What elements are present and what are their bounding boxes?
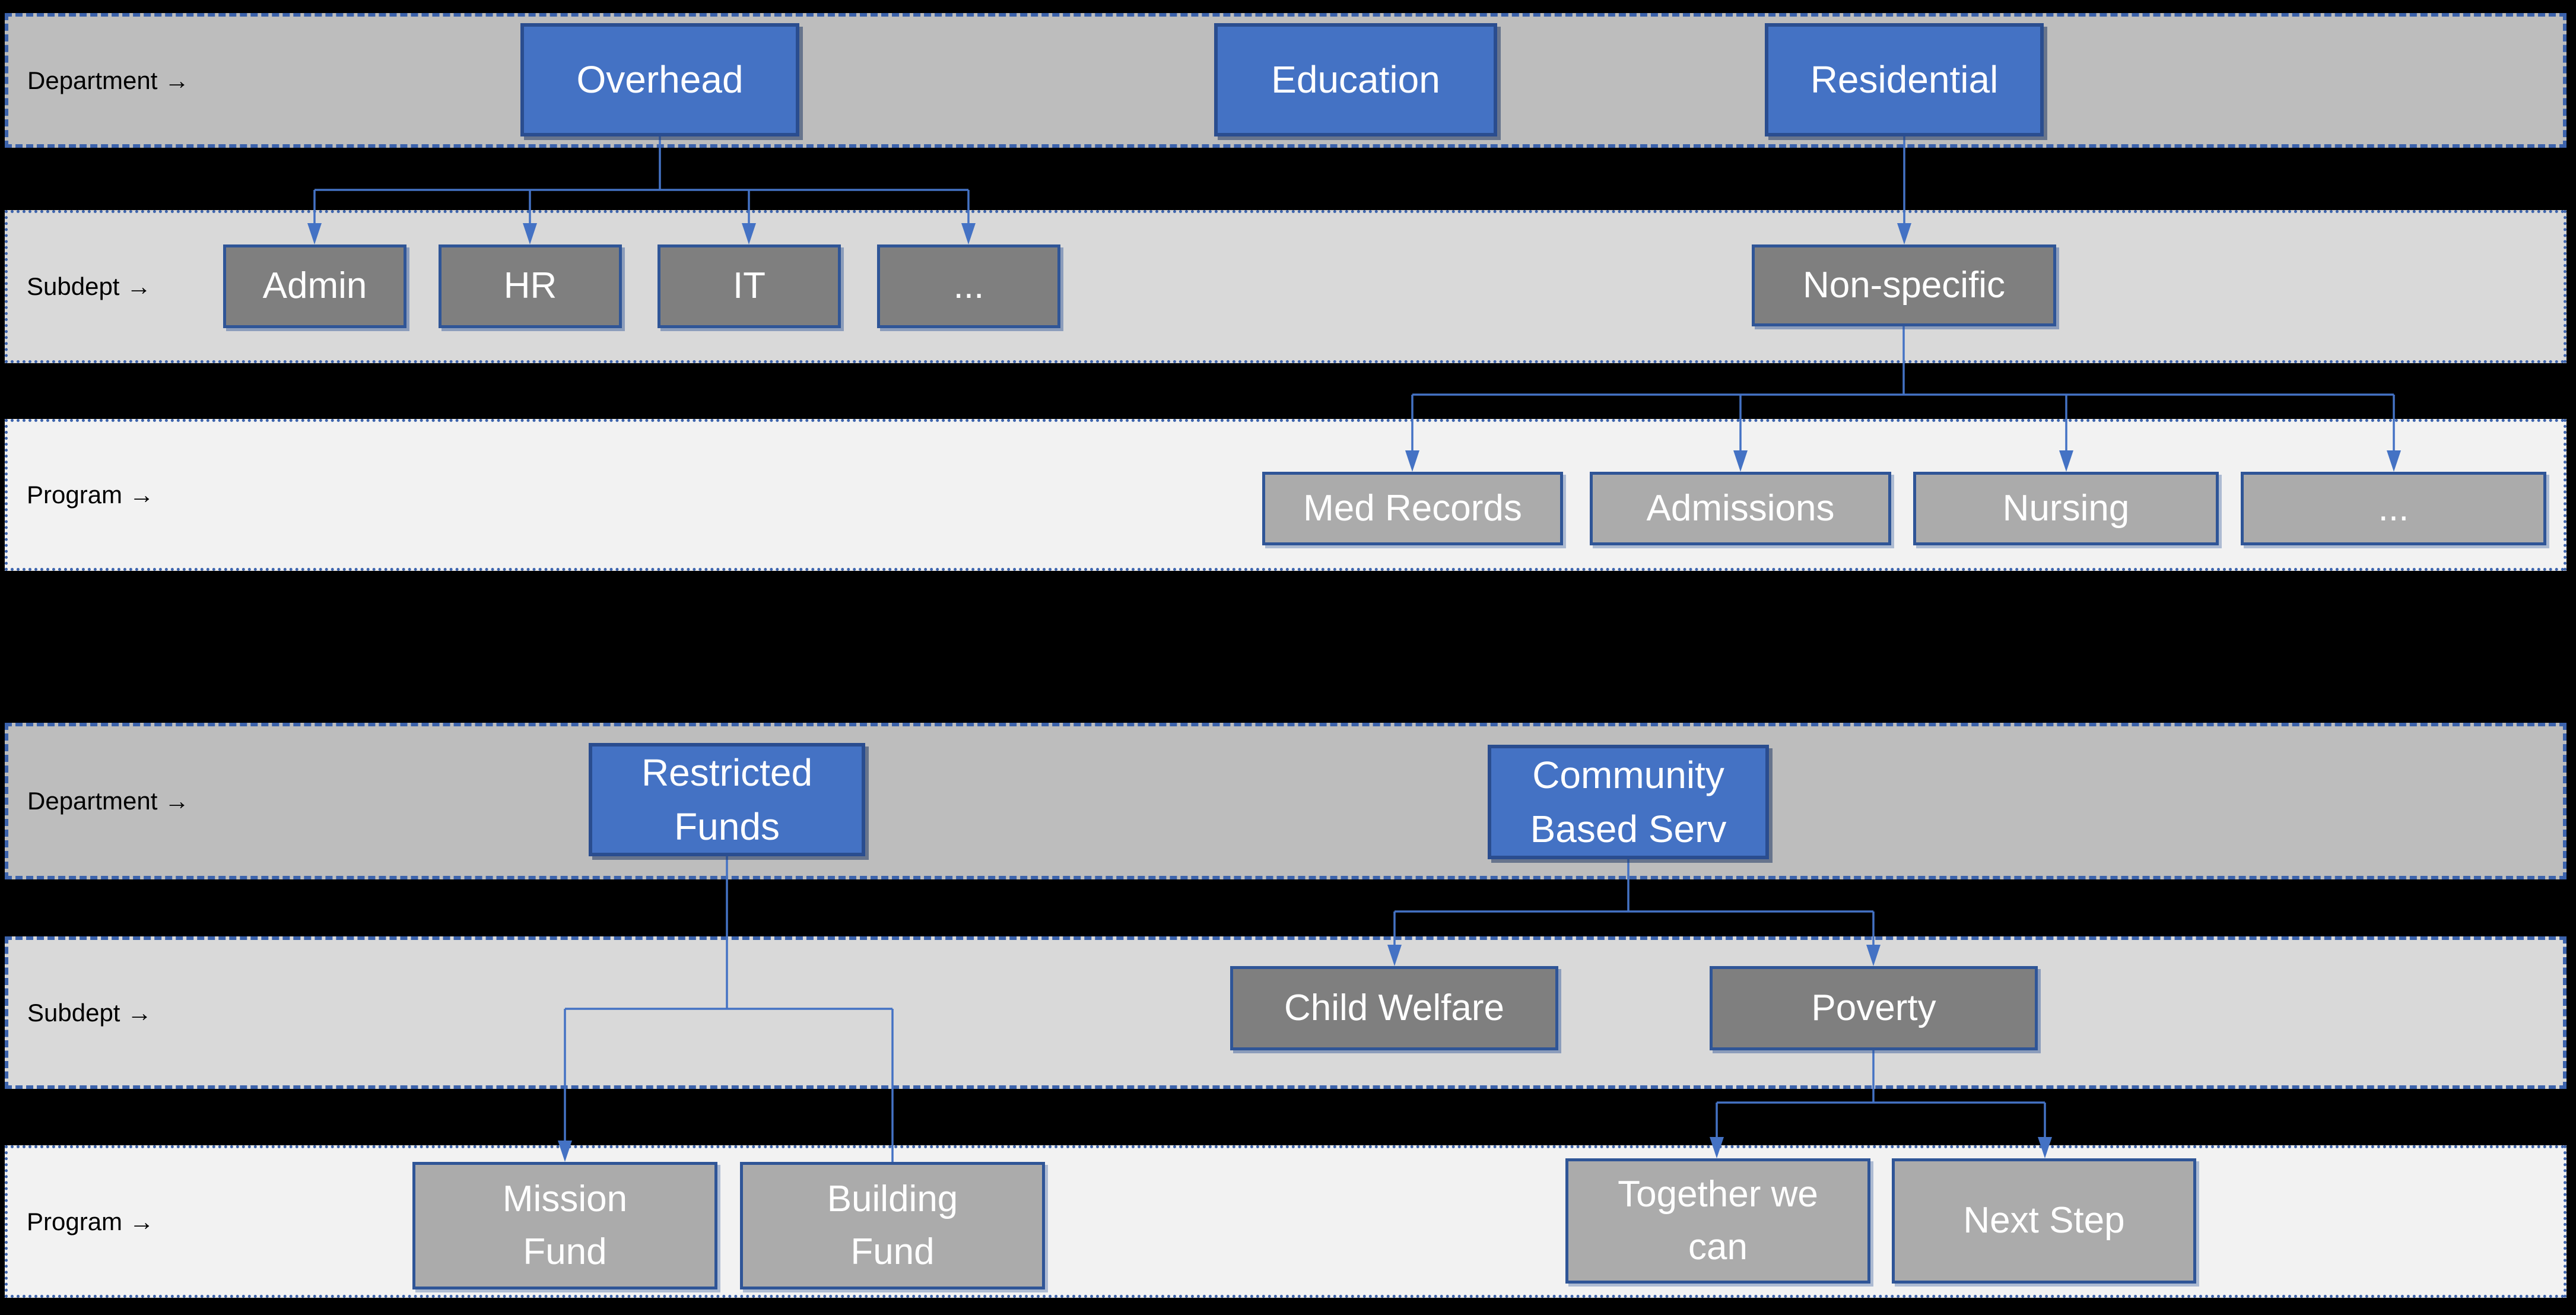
box-next-step[interactable]: Next Step [1892,1158,2196,1284]
box-residential[interactable]: Residential [1765,23,2044,136]
band-label-program-1: Program → [27,481,154,509]
band-label-subdept-1: Subdept → [27,272,152,300]
box-child-welfare[interactable]: Child Welfare [1230,966,1558,1050]
box-it[interactable]: IT [658,244,841,328]
box-mission-fund[interactable]: Mission Fund [412,1162,717,1289]
band-label-department-1: Department → [27,66,190,94]
box-admin[interactable]: Admin [223,244,406,328]
box-subdept-more[interactable]: ... [877,244,1060,328]
box-together-we-can[interactable]: Together we can [1565,1158,1870,1284]
box-overhead[interactable]: Overhead [520,23,799,136]
band-label-subdept-2: Subdept → [27,998,153,1027]
box-restricted-funds[interactable]: Restricted Funds [589,743,865,856]
box-nursing[interactable]: Nursing [1913,472,2219,545]
box-poverty[interactable]: Poverty [1710,966,2038,1050]
band-label-department-2: Department → [27,787,190,815]
box-building-fund[interactable]: Building Fund [740,1162,1045,1289]
box-program-more[interactable]: ... [2241,472,2546,545]
band-department-2[interactable]: Department → [5,723,2567,879]
box-non-specific[interactable]: Non-specific [1752,244,2056,326]
band-subdept-1[interactable]: Subdept → [5,210,2567,363]
box-admissions[interactable]: Admissions [1590,472,1891,545]
box-community-based-serv[interactable]: Community Based Serv [1488,745,1769,859]
band-label-program-2: Program → [27,1207,154,1235]
box-med-records[interactable]: Med Records [1262,472,1563,545]
box-hr[interactable]: HR [439,244,622,328]
box-education[interactable]: Education [1214,23,1497,136]
